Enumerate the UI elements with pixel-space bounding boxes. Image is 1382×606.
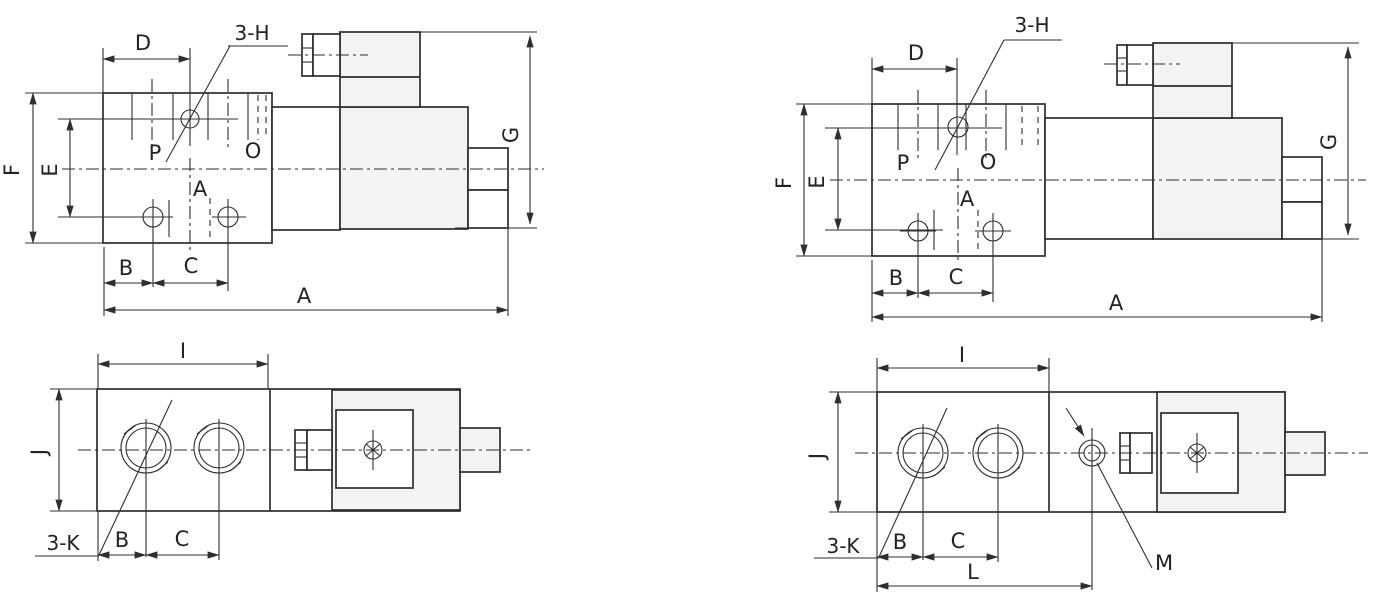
dim-label-J: J xyxy=(27,449,51,457)
dim-label-D: D xyxy=(908,41,924,65)
dim-label-B-top: B xyxy=(893,530,907,554)
dim-label-C-top: C xyxy=(175,527,190,551)
hole-M-pointer xyxy=(1065,407,1085,437)
right-top-view: M I J 3-K B C L xyxy=(805,343,1368,592)
dim-label-F: F xyxy=(772,177,796,189)
callout-leader-3H xyxy=(934,39,1005,171)
dim-label-G: G xyxy=(1317,134,1341,150)
port-label-P: P xyxy=(149,141,162,165)
callout-leader-3K xyxy=(878,407,948,558)
callout-label-3K: 3-K xyxy=(826,534,860,558)
terminal-plug xyxy=(1116,44,1128,86)
mounting-hole-3H xyxy=(947,116,969,138)
dim-label-F: F xyxy=(0,164,24,176)
dim-label-C: C xyxy=(949,265,964,289)
callout-leader-3K xyxy=(98,399,173,556)
dim-label-A: A xyxy=(1109,291,1124,315)
port-label-A: A xyxy=(193,177,208,201)
port-nut-lower xyxy=(1281,201,1323,240)
port-label-P: P xyxy=(897,151,910,175)
connector-housing xyxy=(1152,42,1233,119)
callout-label-3H: 3-H xyxy=(235,21,270,45)
dim-label-E: E xyxy=(38,163,62,176)
port-label-O: O xyxy=(245,139,262,163)
dim-label-C-top: C xyxy=(951,529,966,553)
solenoid-body xyxy=(339,106,469,230)
port-label-O: O xyxy=(980,150,997,174)
dim-label-G: G xyxy=(499,127,523,143)
port-nut-lower xyxy=(467,189,509,229)
connector-housing xyxy=(339,31,421,108)
valve-body-outline xyxy=(102,92,273,244)
right-front-view: D 3-H E F P O A B C A xyxy=(772,13,1366,322)
dim-label-I: I xyxy=(180,339,186,363)
callout-label-3K: 3-K xyxy=(46,531,80,555)
dim-label-B: B xyxy=(889,266,903,290)
dim-label-E: E xyxy=(805,175,829,188)
dim-label-J: J xyxy=(805,453,829,461)
left-front-view: D 3-H E F P O A B C A xyxy=(0,21,544,316)
port-label-A: A xyxy=(960,187,975,211)
left-top-view: I J 3-K B C xyxy=(27,339,530,561)
dim-label-C: C xyxy=(184,254,199,278)
solenoid-body xyxy=(1152,117,1283,240)
callout-label-3H: 3-H xyxy=(1015,13,1050,37)
dim-label-I: I xyxy=(959,343,965,367)
callout-leader-M xyxy=(1096,462,1153,569)
dim-label-B: B xyxy=(119,256,133,280)
callout-leader-3H xyxy=(165,45,231,163)
dim-label-A: A xyxy=(297,284,312,308)
dim-label-D: D xyxy=(135,31,151,55)
dim-label-L: L xyxy=(967,560,979,584)
callout-label-M: M xyxy=(1155,551,1173,575)
dim-label-B-top: B xyxy=(115,528,129,552)
adapter-section xyxy=(1044,117,1154,240)
plug-body xyxy=(1126,44,1154,86)
